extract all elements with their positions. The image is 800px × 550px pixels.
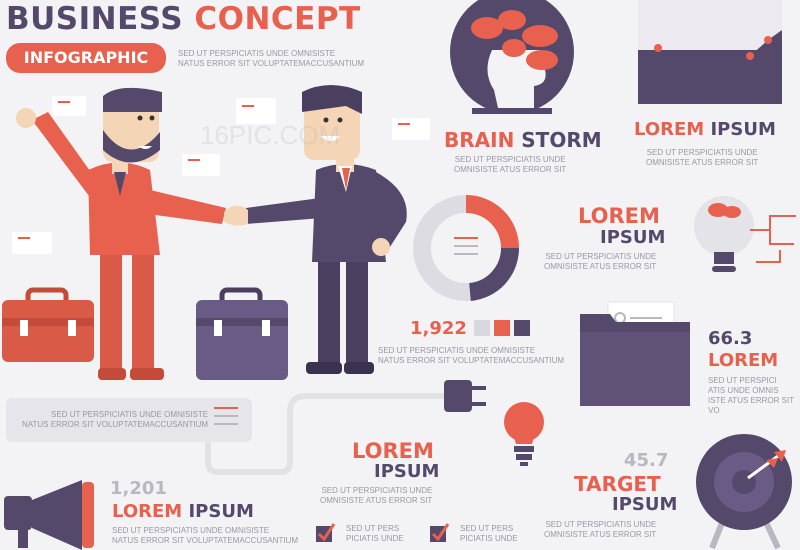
plug-block-title-word1: LOREM (352, 439, 434, 463)
cable-line (205, 393, 450, 475)
megaphone-value: 1,201 (110, 478, 167, 499)
megaphone-text: SED UT PERSPICIATIS UNDE OMNISISTE NATUS… (112, 526, 299, 545)
businessman-left (16, 87, 226, 380)
target-title-word2: IPSUM (612, 494, 678, 515)
bulb-block-text: SED UT PERSPICIATIS UNDE OMNISISTE ATUS … (544, 252, 657, 271)
folder-icon (580, 301, 690, 406)
donut-text: SED UT PERSPICIATIS UNDE OMNISISTE NATUS… (378, 346, 565, 365)
plug-icon (444, 380, 486, 412)
check-item-text: SED UT PERS PICIATIS UNDE (346, 524, 404, 543)
legend-swatch-coral (494, 320, 510, 336)
brainstorm-title-word2: STORM (521, 128, 602, 152)
brainstorm-title: BRAIN STORM (444, 130, 602, 150)
donut-value: 1,922 (410, 318, 467, 339)
target-title-word1: TARGET (574, 472, 661, 496)
legend-swatch-grey (474, 320, 490, 336)
folder-title: LOREM (708, 350, 779, 371)
megaphone-icon (4, 480, 94, 550)
area-chart-title-word1: LOREM (634, 119, 705, 140)
area-chart-title-word2: IPSUM (710, 119, 776, 140)
brainstorm-title-word1: BRAIN (444, 128, 515, 152)
plug-block-text: SED UT PERSPICIATIS UNDE OMNISISTE ATUS … (320, 486, 433, 505)
lightbulb-brain-icon (694, 196, 796, 272)
folder-text: SED UT PERSPICI ATIS UNDE OMNIS ISTE ATU… (708, 376, 794, 415)
check-item: SED UT PERS PICIATIS UNDE (430, 522, 530, 548)
note-card (392, 118, 430, 140)
speech-box-lines (214, 407, 238, 425)
checkbox-checked-icon (316, 523, 336, 542)
note-card (12, 232, 52, 254)
header-subtitle: SED UT PERSPICIATIS UNDE OMNISISTE NATUS… (178, 49, 365, 68)
speech-box-text: SED UT PERSPICIATIS UNDE OMNISISTE NATUS… (22, 410, 209, 429)
note-card (236, 98, 276, 124)
checkbox-checked-icon (430, 523, 450, 542)
businessman-right (224, 85, 407, 374)
title-word-concept: CONCEPT (194, 1, 361, 37)
folder-value: 66.3 (708, 328, 753, 349)
target-icon (696, 434, 792, 550)
briefcase-red-icon (2, 287, 94, 362)
bulb-block-title-word2: IPSUM (600, 227, 666, 248)
title-word-business: BUSINESS (6, 1, 184, 37)
megaphone-title-word2: IPSUM (188, 501, 254, 522)
area-chart-text: SED UT PERSPICIATIS UNDE OMNISISTE ATUS … (646, 148, 759, 167)
page-title: BUSINESS CONCEPT (6, 4, 361, 35)
megaphone-title-word1: LOREM (112, 501, 183, 522)
target-text: SED UT PERSPICIATIS UNDE OMNISISTE ATUS … (544, 520, 657, 539)
legend-swatch-purple (514, 320, 530, 336)
area-chart-title: LOREM IPSUM (634, 121, 776, 139)
area-chart-icon (638, 0, 782, 104)
plug-block-title-word2: IPSUM (374, 461, 440, 482)
megaphone-title: LOREM IPSUM (112, 503, 254, 521)
watermark: 16PIC.COM (200, 120, 341, 150)
check-item-text: SED UT PERS PICIATIS UNDE (460, 524, 518, 543)
target-value: 45.7 (624, 450, 669, 471)
bulb-block-title-word1: LOREM (578, 204, 660, 228)
brainstorm-text: SED UT PERSPICIATIS UNDE OMNISISTE ATUS … (454, 155, 567, 174)
note-card (182, 154, 220, 176)
briefcase-purple-icon (196, 287, 288, 380)
note-card (52, 96, 86, 116)
donut-chart-icon (413, 195, 520, 301)
speech-box (6, 398, 252, 442)
brain-head-icon (450, 0, 574, 114)
infographic-badge: INFOGRAPHIC (6, 43, 166, 73)
check-item: SED UT PERS PICIATIS UNDE (316, 522, 416, 548)
lightbulb-icon (504, 402, 544, 466)
